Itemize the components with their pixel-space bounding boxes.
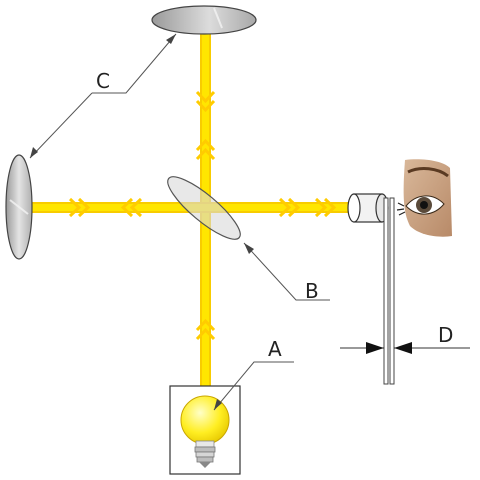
beam-splitter [167,176,241,240]
light-bulb-icon [180,395,230,468]
dimension-d [340,342,470,354]
light-beams [22,34,352,390]
top-mirror [151,5,257,35]
leader-lines [29,33,330,411]
eye-icon [396,159,452,237]
detector [347,193,395,385]
direction-chevrons [68,90,337,341]
light-source [169,385,241,475]
chevron-left-icon [120,197,143,218]
chevron-down-icon [195,90,216,113]
label-b: B [305,279,319,303]
chevron-up-icon [195,138,216,161]
chevron-right-icon [314,197,337,218]
chevron-right-icon [68,197,91,218]
chevron-right-icon [278,197,301,218]
label-c: C [96,69,110,93]
left-mirror [5,154,33,260]
label-d: D [438,323,453,347]
label-a: A [268,337,282,361]
leader-arrowheads [30,34,254,410]
chevron-up-icon [195,318,216,341]
